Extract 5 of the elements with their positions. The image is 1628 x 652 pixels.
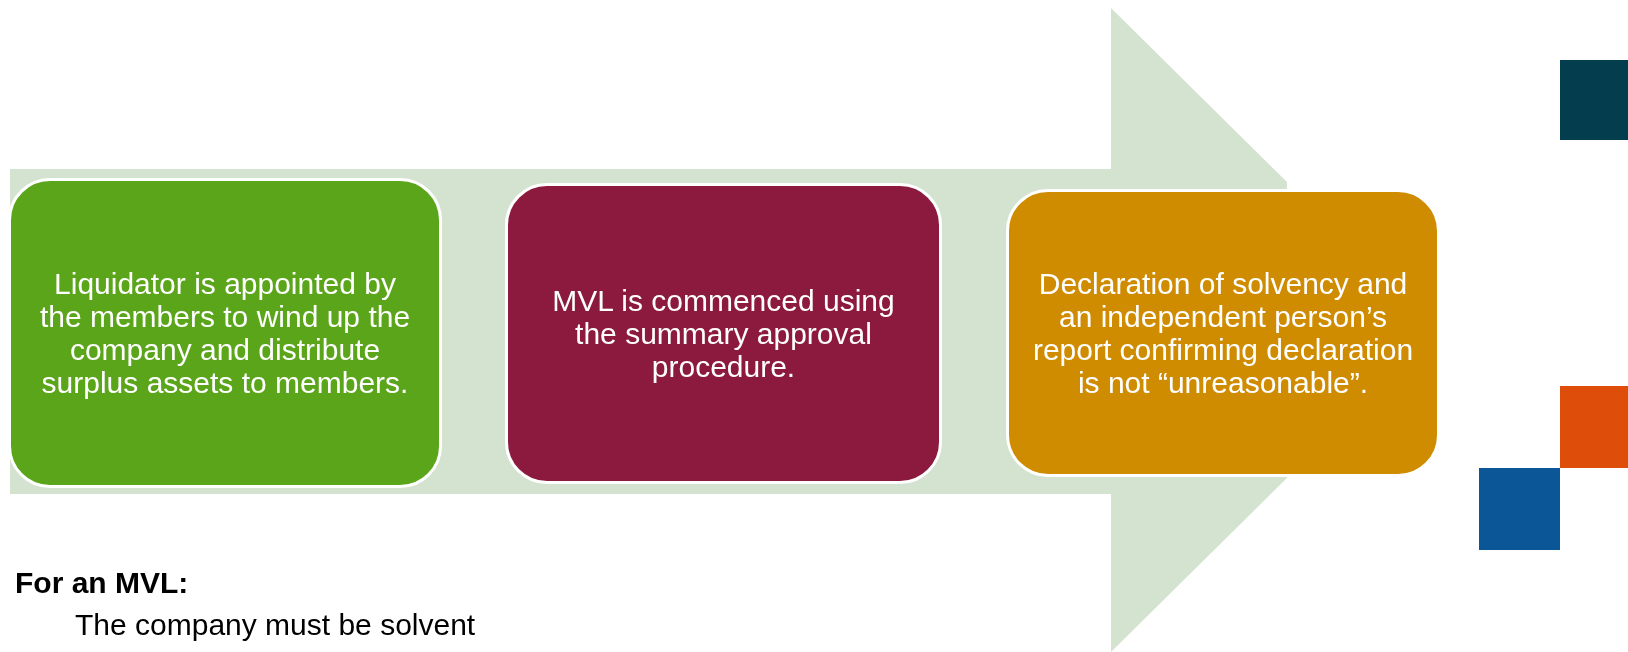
process-box: MVL is commenced using the summary approval procedure. xyxy=(505,183,942,484)
heading-text: For an MVL: xyxy=(15,566,189,600)
bullet-text: The company must be solvent xyxy=(75,608,476,642)
process-box: Liquidator is appointed by the members to wind up the company and distribute surplus assets to members. xyxy=(8,178,442,488)
process-box: Declaration of solvency and an independent person’s report confirming declaration is not “unreasonable”. xyxy=(1006,189,1440,477)
